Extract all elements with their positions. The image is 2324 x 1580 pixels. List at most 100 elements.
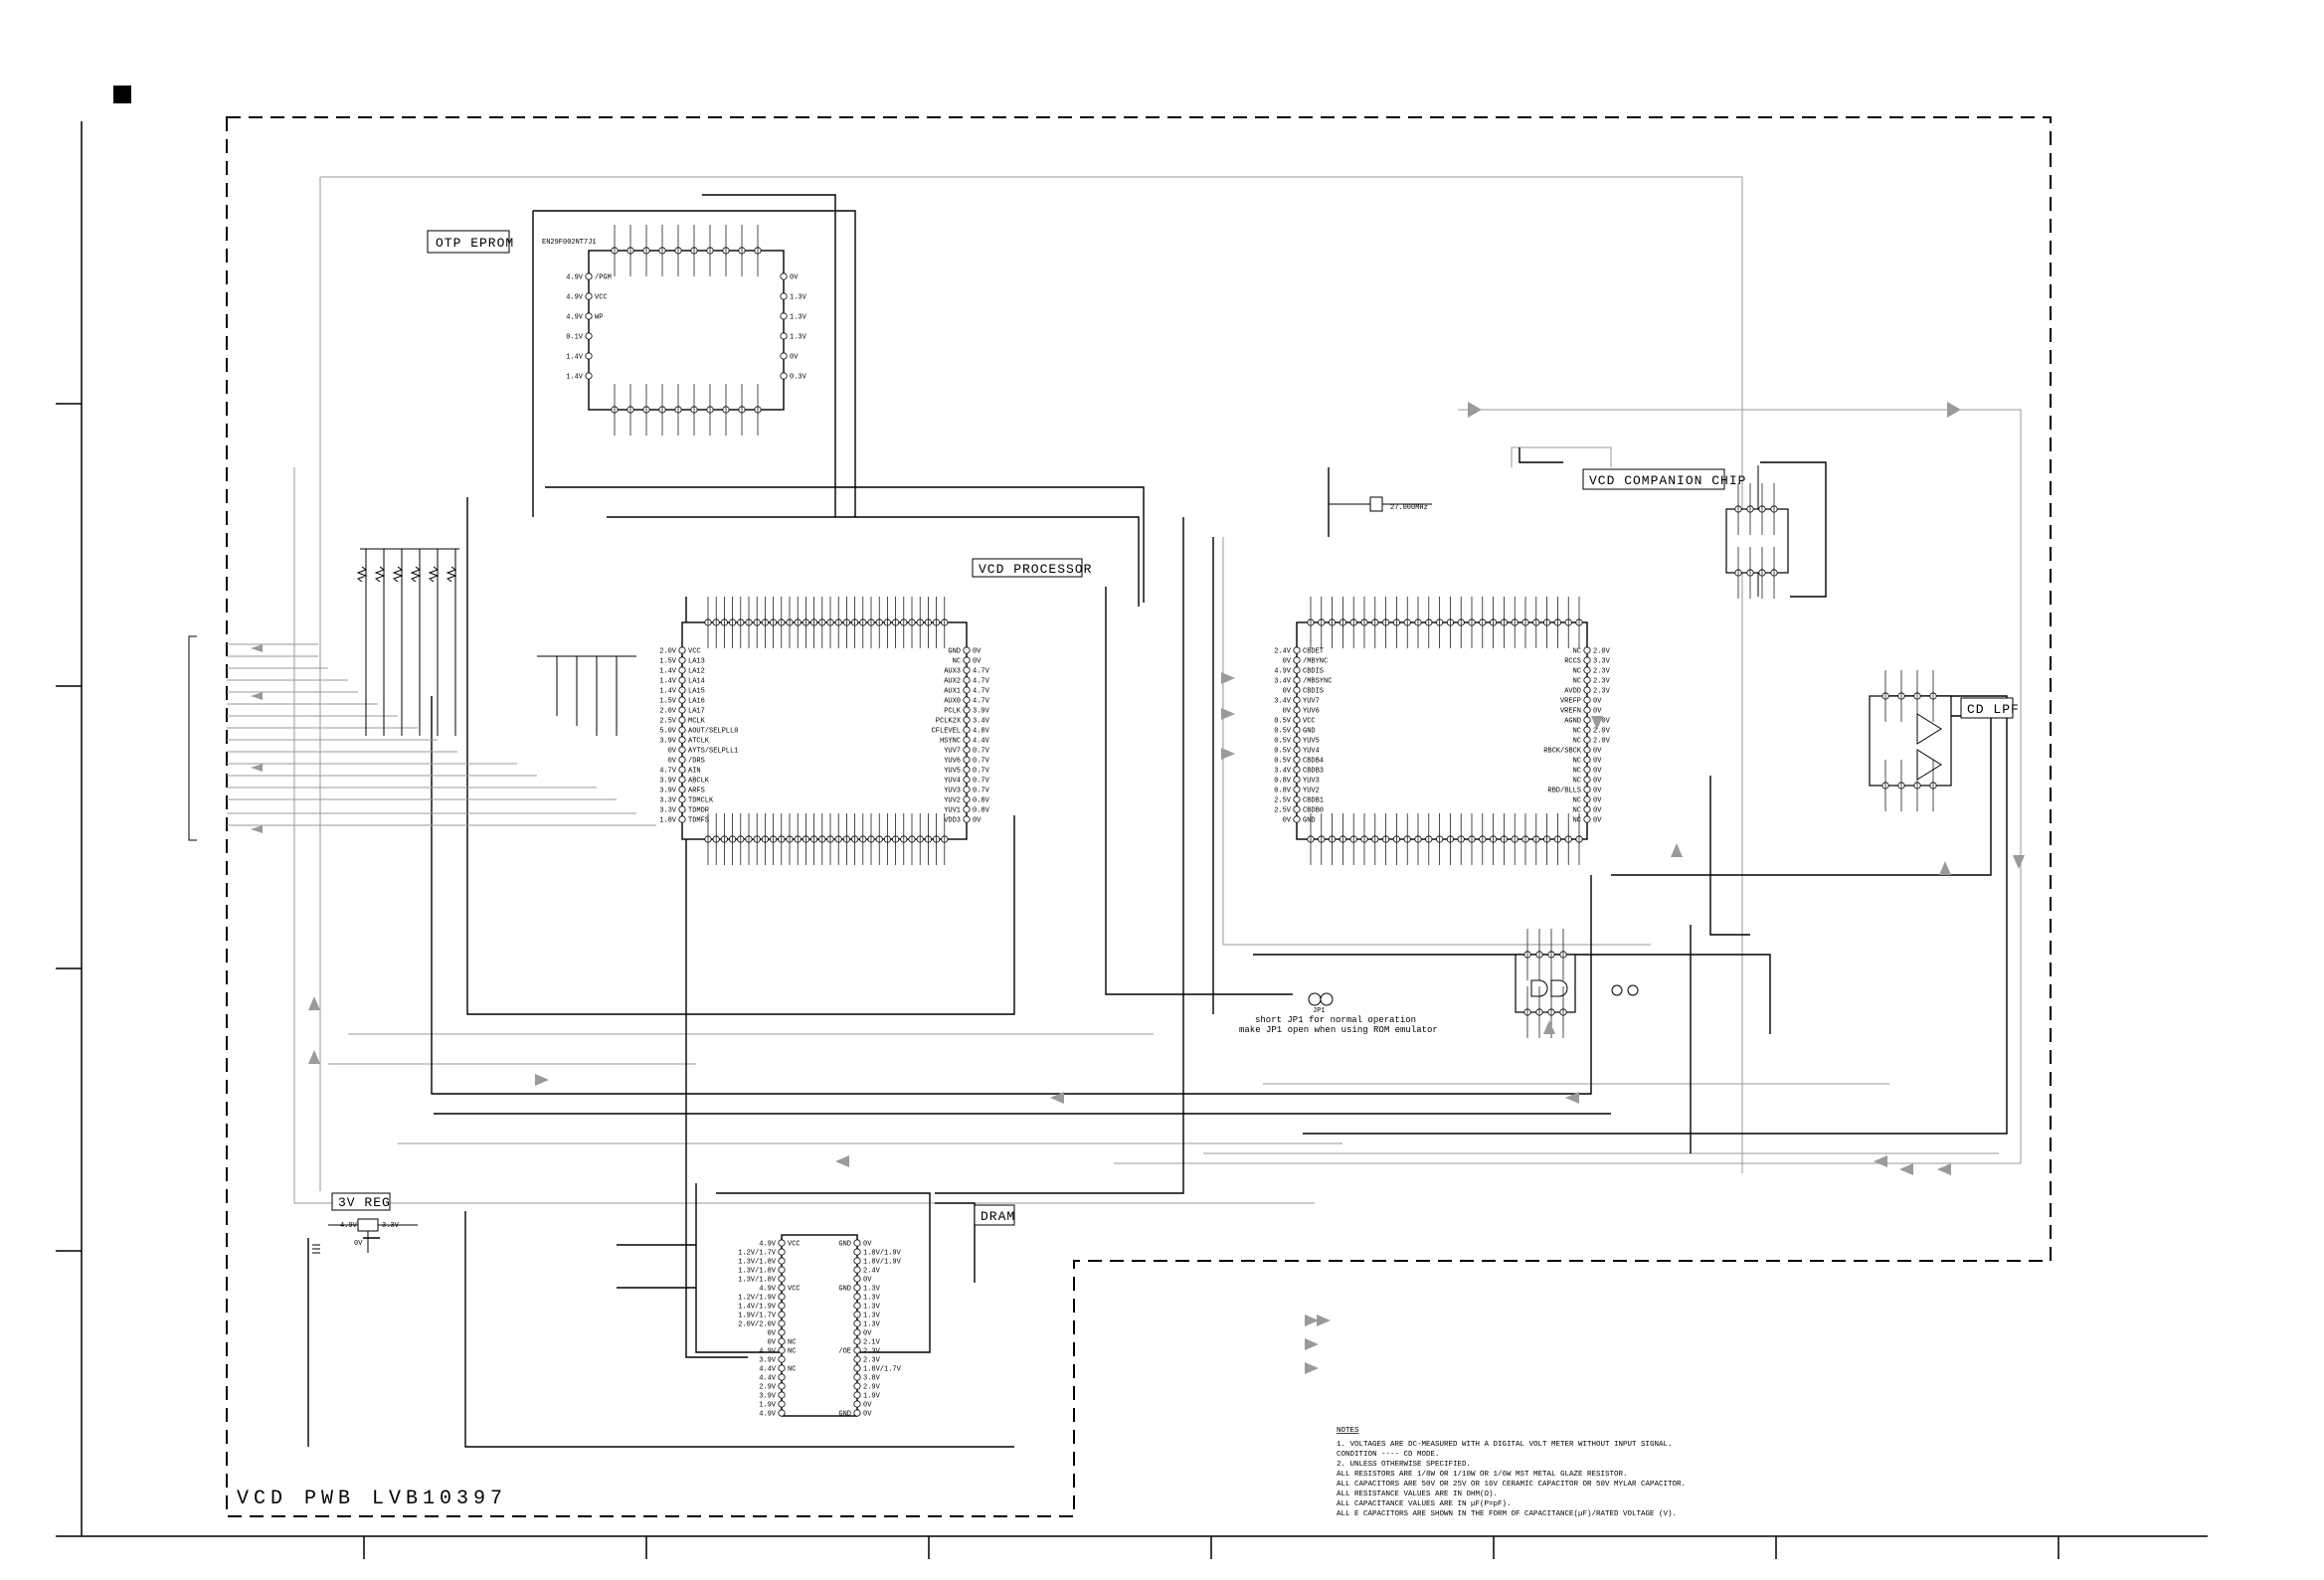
- notes-block: NOTES 1. VOLTAGES ARE DC-MEASURED WITH A…: [1337, 1427, 1686, 1518]
- processor-left-pin-voltage: 2.0V: [659, 708, 677, 716]
- companion-left-pin-name: CBDB0: [1303, 807, 1324, 815]
- dram-right-pin: [853, 1382, 861, 1390]
- processor-left-pin: [678, 776, 686, 784]
- processor-left-pin-name: TDMFS: [688, 817, 709, 825]
- dram-left-pin-name: NC: [788, 1348, 796, 1356]
- processor-left-pin-name: TDMDR: [688, 807, 710, 815]
- companion-right-pin-voltage: 0V: [1593, 817, 1602, 825]
- processor-right-pin-voltage: 0.7V: [973, 778, 990, 786]
- processor-right-pin: [963, 716, 971, 724]
- dram-right-pin-name: /OE: [838, 1348, 851, 1356]
- processor-right-pin-name: CFLEVEL: [932, 728, 961, 736]
- companion-right-pin-voltage: 0V: [1593, 698, 1602, 706]
- companion-body: [1296, 621, 1588, 840]
- processor-left-pin-voltage: 0V: [668, 758, 677, 766]
- eprom-top-pins: [611, 225, 762, 276]
- dram-right-pin: [853, 1328, 861, 1336]
- pwb-outline: [226, 116, 2052, 1517]
- companion-left-pin-voltage: 3.4V: [1274, 698, 1292, 706]
- processor-left-pin: [678, 696, 686, 704]
- dram-right-pin-voltage: 1.3V: [863, 1286, 881, 1294]
- dram-right-pin-voltage: 0V: [863, 1241, 872, 1249]
- companion-left-pin-voltage: 0V: [1283, 658, 1292, 666]
- processor-right-pin: [963, 686, 971, 694]
- companion-left-pin-voltage: 2.5V: [1274, 797, 1292, 805]
- companion-right-pin: [1583, 786, 1591, 793]
- dram-left-pin: [778, 1302, 786, 1310]
- companion-left-pin: [1293, 656, 1301, 664]
- eprom-right-pin-voltage: 0V: [790, 354, 799, 362]
- dram-left-pin-voltage: 1.2V/1.7V: [738, 1250, 777, 1258]
- processor-right-pin-name: AUX0: [944, 698, 961, 706]
- processor-left-pin-name: ABCLK: [688, 778, 710, 786]
- dram-right-pin-voltage: 1.8V/1.7V: [863, 1366, 902, 1374]
- processor-left-pin: [678, 766, 686, 774]
- companion-title-box: [1582, 468, 1725, 490]
- eprom-right-pin: [780, 332, 788, 340]
- processor-right-pin-voltage: 0V: [973, 658, 982, 666]
- processor-right-pin-voltage: 0.7V: [973, 758, 990, 766]
- processor-left-pin-name: TDMCLK: [688, 797, 714, 805]
- processor-body: [681, 621, 968, 840]
- companion-right-pin-voltage: 0V: [1593, 807, 1602, 815]
- companion-right-pin-name: AGND: [1564, 718, 1581, 726]
- companion-left-pin-voltage: 0V: [1283, 708, 1292, 716]
- eprom-right-pin-voltage: 1.3V: [790, 334, 807, 342]
- processor-left-pin: [678, 656, 686, 664]
- dram-left-pin-name: VCC: [788, 1286, 801, 1294]
- companion-left-pin: [1293, 646, 1301, 654]
- cd-lpf: CD LPF: [1869, 670, 2019, 811]
- companion-left-pin-name: GND: [1303, 817, 1316, 825]
- crystal-oscillator: 27.000MHz: [1329, 496, 1432, 512]
- companion-left-pin: [1293, 805, 1301, 813]
- processor-left-pin-voltage: 1.5V: [659, 698, 677, 706]
- companion-left-pin-name: YUV6: [1303, 708, 1320, 716]
- companion-right-pin-name: AVDD: [1564, 688, 1581, 696]
- eprom-left-pin: [585, 312, 593, 320]
- dram-left-pin-voltage: 1.2V/1.9V: [738, 1295, 777, 1303]
- processor-left-pin-voltage: 2.0V: [659, 648, 677, 656]
- dram-right-pin: [853, 1257, 861, 1265]
- companion-right-pin: [1583, 646, 1591, 654]
- eprom-right-pin-voltage: 0.3V: [790, 374, 807, 382]
- companion-left-pin: [1293, 716, 1301, 724]
- processor-left-pin-voltage: 3.9V: [659, 738, 677, 746]
- eprom-left-pin-voltage: 4.9V: [566, 294, 584, 302]
- companion-left-pin: [1293, 786, 1301, 793]
- processor-right-pin-voltage: 4.8V: [973, 728, 990, 736]
- eprom-right-pin-voltage: 1.3V: [790, 314, 807, 322]
- companion-right-pin-name: RBCK/SBCK: [1543, 748, 1582, 756]
- companion-left-pin-name: GND: [1303, 728, 1316, 736]
- eprom-title: OTP EPROM: [436, 236, 514, 251]
- processor-left-pin: [678, 646, 686, 654]
- companion-left-pin-name: CBDB4: [1303, 758, 1324, 766]
- processor-left-pin: [678, 706, 686, 714]
- dram-right-pin: [853, 1373, 861, 1381]
- companion-right-pin-name: NC: [1573, 648, 1581, 656]
- dram-left-pin: [778, 1239, 786, 1247]
- dram-left-pin: [778, 1319, 786, 1327]
- companion-right-pin-voltage: 3.3V: [1593, 658, 1611, 666]
- processor-right-pin: [963, 805, 971, 813]
- processor-right-pin-voltage: 4.4V: [973, 738, 990, 746]
- processor-left-pin-name: /DRS: [688, 758, 705, 766]
- companion-right-pin: [1583, 795, 1591, 803]
- dram-left-pin-voltage: 3.9V: [759, 1357, 777, 1365]
- companion-left-pin-name: YUV7: [1303, 698, 1320, 706]
- companion-left-pin-name: VCC: [1303, 718, 1316, 726]
- jumper-note-line1: short JP1 for normal operation: [1255, 1015, 1416, 1025]
- companion-left-pin-name: YUV3: [1303, 778, 1320, 786]
- companion-right-pin-voltage: 2.3V: [1593, 678, 1611, 686]
- dram-left-pin-voltage: 2.0V/2.0V: [738, 1321, 777, 1329]
- dram-left-pin: [778, 1337, 786, 1345]
- companion-right-pin: [1583, 766, 1591, 774]
- processor-left-pin-voltage: 3.3V: [659, 797, 677, 805]
- processor-left-pin: [678, 805, 686, 813]
- sheet-frame: [56, 86, 2208, 1559]
- processor-left-pin-name: LA17: [688, 708, 705, 716]
- dram-left-pin: [778, 1409, 786, 1417]
- companion-right-pin-voltage: 0V: [1593, 788, 1602, 795]
